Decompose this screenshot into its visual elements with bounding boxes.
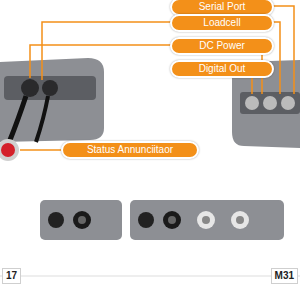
callout-text: Status Annunciitaor — [87, 144, 173, 155]
gland — [138, 212, 154, 228]
left-port-panel — [4, 76, 96, 100]
socket-pins — [168, 216, 176, 224]
leader-line — [42, 22, 172, 80]
serial-socket — [231, 211, 249, 229]
callout-text: DC Power — [199, 40, 245, 51]
callout-pill: DC Power — [170, 37, 274, 55]
right-connector — [281, 96, 295, 110]
socket-pins — [236, 216, 244, 224]
right-port-panel — [240, 92, 300, 114]
model-label: M31 — [271, 268, 298, 284]
cable — [36, 96, 48, 142]
leader-line — [272, 6, 294, 94]
right-bottom-panel — [130, 200, 284, 240]
button-ring — [0, 139, 19, 161]
callout-pill: Status Annunciitaor — [61, 141, 199, 159]
callout-text: Digital Out — [199, 63, 246, 74]
leader-line — [20, 149, 62, 151]
left-bottom-panel — [40, 200, 122, 240]
digital-out-socket — [197, 211, 215, 229]
left-connector — [21, 79, 39, 97]
gland — [48, 212, 64, 228]
model-label: 17 — [2, 268, 21, 284]
callout-pill: Loadcell — [170, 14, 274, 32]
status-annunciator — [1, 143, 15, 157]
leader-lines — [20, 6, 294, 150]
right-connector — [263, 96, 277, 110]
left-connector — [42, 80, 58, 96]
loadcell-socket — [73, 211, 91, 229]
callout-text: Loadcell — [203, 17, 240, 28]
leader-line — [30, 45, 172, 78]
cable — [10, 96, 26, 140]
callout-pill: Digital Out — [170, 60, 274, 78]
socket-pins — [202, 216, 210, 224]
loadcell-socket — [163, 211, 181, 229]
right-connector — [245, 96, 259, 110]
socket-pins — [78, 216, 86, 224]
baseline — [0, 276, 300, 277]
leader-line — [272, 22, 280, 94]
left-housing — [0, 58, 104, 142]
callout-text: Serial Port — [199, 1, 246, 12]
